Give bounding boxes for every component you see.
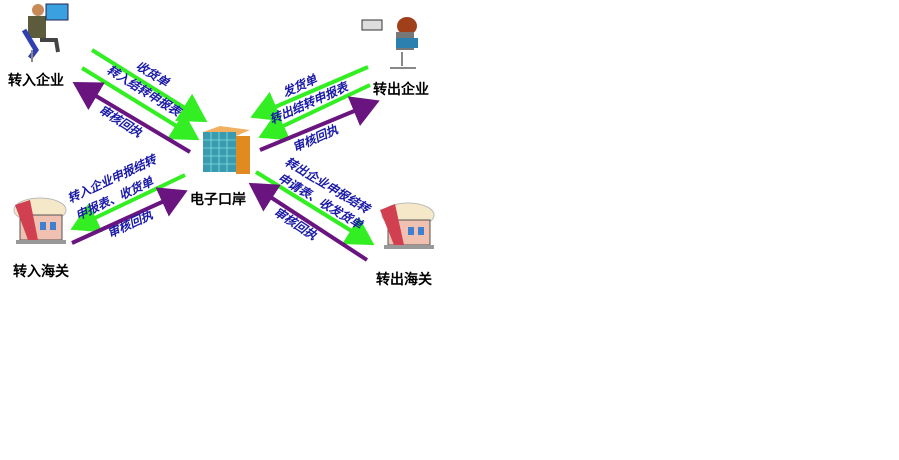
arrow-review-to-export-company	[259, 96, 380, 152]
export-company-person-icon	[361, 17, 418, 69]
node-import-customs: 转入海关	[13, 263, 69, 280]
export-customs-house-icon	[380, 202, 435, 249]
node-e-port: 电子口岸	[190, 191, 246, 208]
arrow-delivery-note	[250, 65, 369, 122]
arrow-receipt-note	[90, 48, 208, 123]
node-import-company: 转入企业	[8, 72, 64, 89]
e-port-building-icon	[203, 126, 250, 174]
arrow-export-transfer-form	[258, 83, 371, 141]
arrow-review-to-import-company	[72, 81, 192, 154]
import-company-person-icon	[21, 3, 69, 62]
arrow-import-transfer-form	[80, 66, 200, 141]
label-review-receipt-3: 审核回执	[105, 207, 155, 240]
node-export-company: 转出企业	[373, 81, 429, 98]
node-export-customs: 转出海关	[376, 271, 432, 288]
import-customs-house-icon	[13, 197, 67, 244]
arrow-review-from-import-customs	[71, 187, 188, 245]
arrow-review-from-export-customs	[248, 182, 369, 262]
arrow-to-import-customs	[70, 173, 186, 233]
